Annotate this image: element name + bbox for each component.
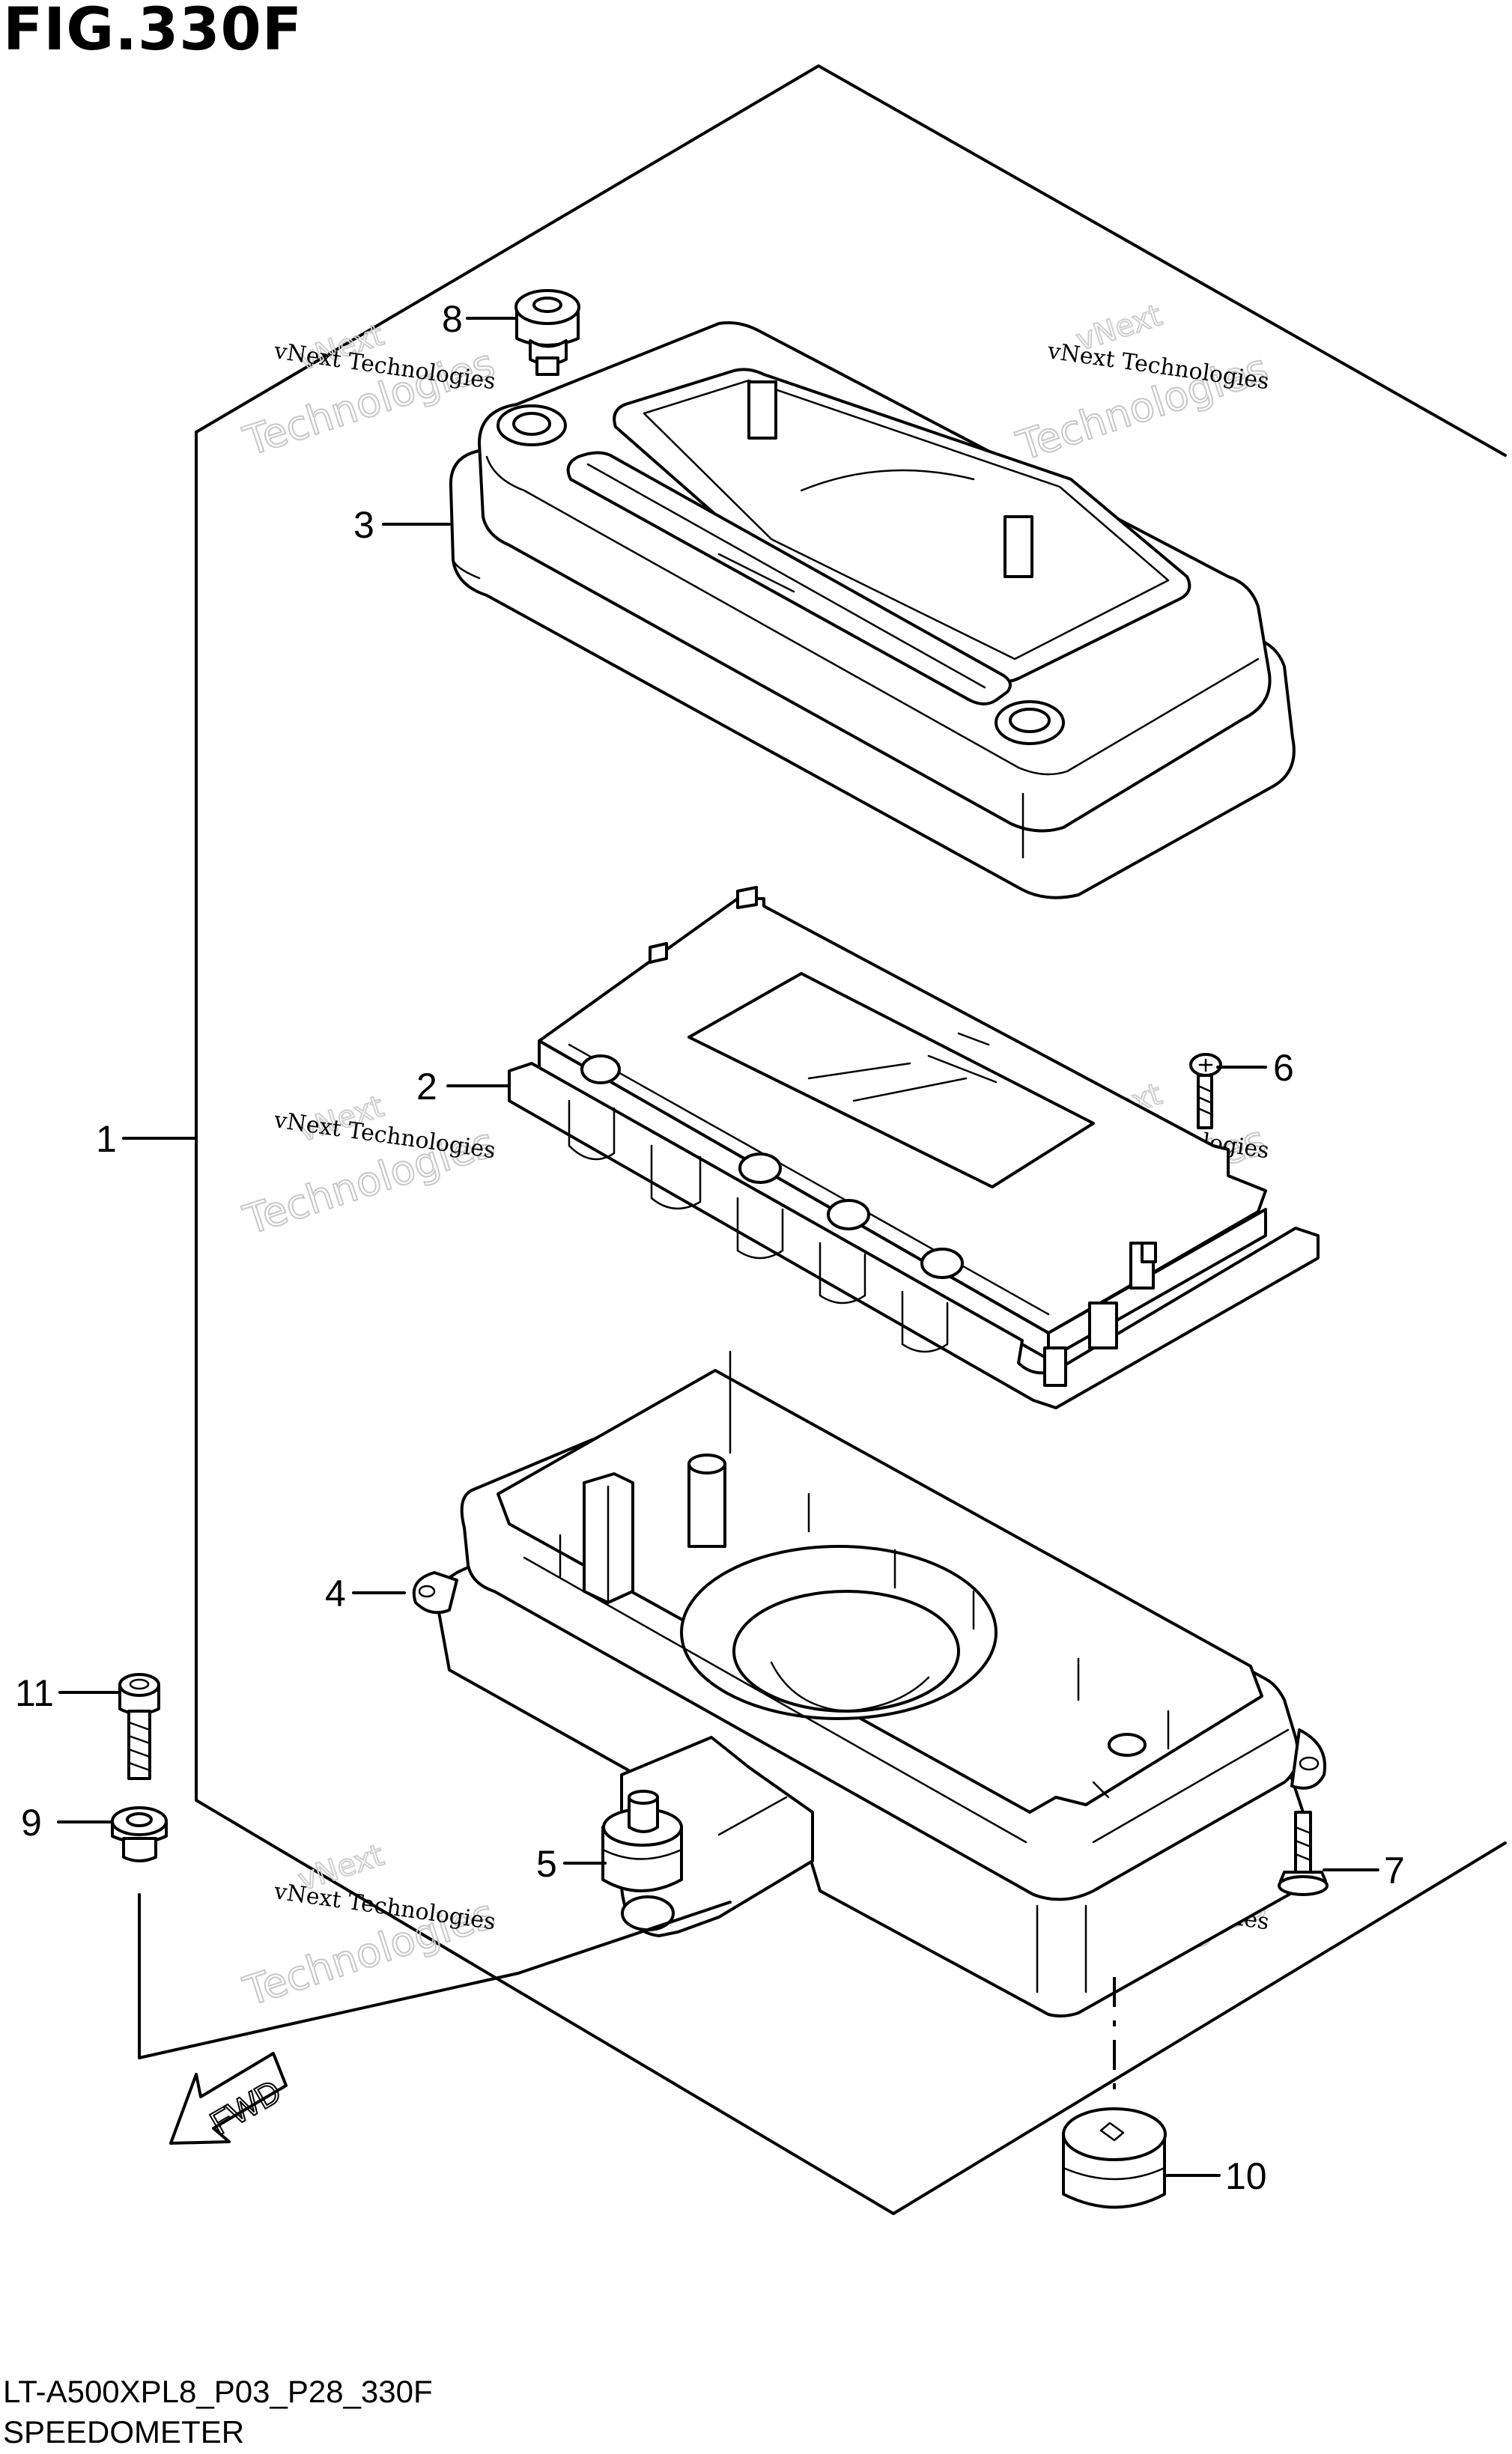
callout-3: 3: [353, 504, 374, 546]
watermark-bottom-left: Technologies vNext vNext Technologies: [237, 1837, 501, 2016]
callout-10: 10: [1225, 2155, 1267, 2197]
callout-labels: 1 2 3 4 5 6 7 8 9 10 11: [15, 298, 1405, 2197]
callout-7: 7: [1384, 1850, 1405, 1892]
fwd-arrow-icon: FWD: [169, 2052, 288, 2145]
part-3-cover: [449, 321, 1296, 899]
part-6-screw: [1189, 1053, 1222, 1129]
part-9-collar: [111, 1806, 168, 1862]
callout-6: 6: [1273, 1047, 1294, 1089]
figure-code: LT-A500XPL8_P03_P28_330F: [3, 2374, 433, 2409]
callout-1: 1: [96, 1118, 117, 1160]
watermark-mid-left: Technologies vNext vNext Technologies: [237, 1088, 501, 1245]
assembly-outline: [195, 64, 1507, 2215]
part-2-meter: [508, 886, 1320, 1409]
callout-9: 9: [21, 1802, 42, 1844]
callout-2: 2: [416, 1066, 437, 1108]
part-5-grommet: [601, 1790, 683, 1892]
part-11-bolt: [118, 1673, 160, 1780]
callout-leaders: [57, 317, 1379, 2177]
figure-name: SPEEDOMETER: [3, 2414, 244, 2450]
part-4-case: [412, 1350, 1326, 2018]
watermark-top-right: Technologies vNext vNext Technologies: [1010, 297, 1274, 470]
part-10-cap: [1062, 2107, 1167, 2209]
part-7-screw: [1278, 1811, 1329, 1896]
callout-11: 11: [15, 1672, 54, 1714]
callout-5: 5: [536, 1843, 557, 1885]
callout-8: 8: [442, 298, 463, 340]
callout-4: 4: [325, 1573, 346, 1615]
guide-lines: [138, 1893, 1116, 2093]
part-8-screw: [514, 289, 580, 376]
figure-title: FIG.330F: [3, 0, 303, 64]
